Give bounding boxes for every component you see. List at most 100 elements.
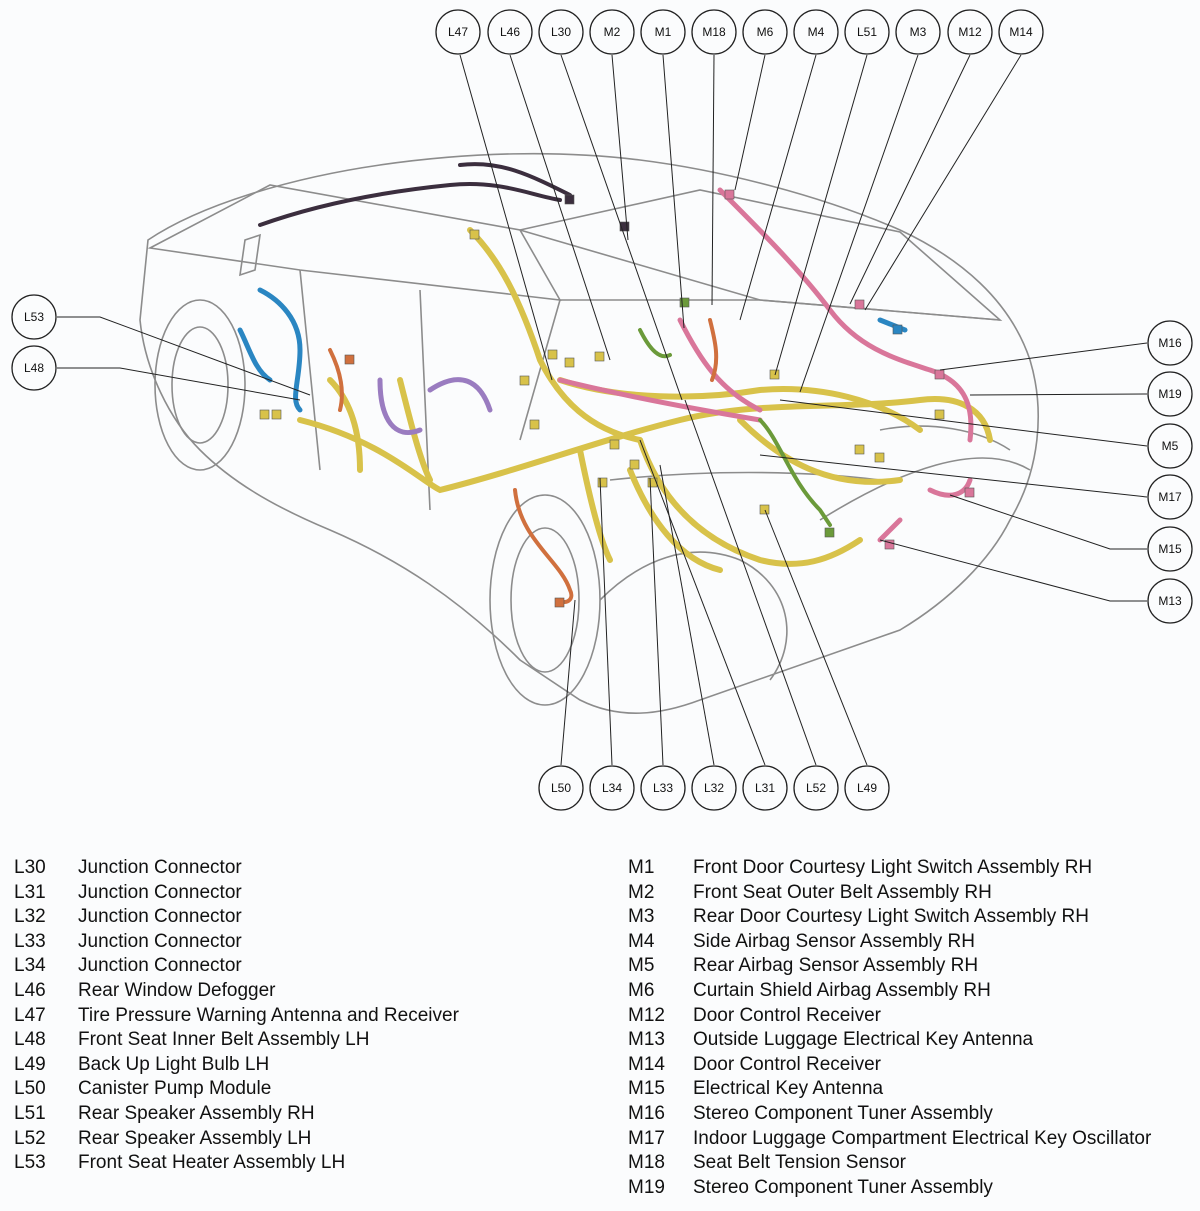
callout-l51: L51: [844, 9, 890, 55]
callout-l31: L31: [742, 765, 788, 811]
callout-circle: [640, 765, 686, 811]
wire-harness-pink: [557, 187, 974, 543]
connector-block: [547, 349, 558, 360]
callout-l30: L30: [538, 9, 584, 55]
callout-text: M1: [655, 25, 672, 39]
connector-block: [564, 194, 575, 205]
connector-block: [884, 539, 895, 550]
leader-line-m1: [662, 54, 685, 329]
wire-harness-dark: [258, 162, 572, 227]
legend-row: M13 Outside Luggage Electrical Key Antenn…: [628, 1028, 1151, 1053]
legend-code: L30: [14, 857, 46, 878]
callout-m18: M18: [691, 9, 737, 55]
legend-name: Outside Luggage Electrical Key Antenna: [693, 1029, 1034, 1051]
callout-text: L51: [857, 25, 877, 39]
connector-block: [892, 324, 903, 335]
callout-l53: L53: [11, 294, 57, 340]
connector-block: [519, 375, 530, 386]
callout-circle: [1147, 526, 1193, 572]
legend-name: Side Airbag Sensor Assembly RH: [693, 930, 975, 952]
leader-line-l50: [560, 599, 576, 766]
connector-block: [854, 299, 865, 310]
connector-block: [594, 351, 605, 362]
connector-block: [629, 459, 640, 470]
callout-circle: [1147, 578, 1193, 624]
leader-line-l31: [639, 439, 766, 766]
callout-circle: [1147, 423, 1193, 469]
connector-block: [854, 444, 865, 455]
callout-circle: [11, 294, 57, 340]
connector-block: [724, 189, 735, 200]
legend-code: M17: [628, 1127, 665, 1149]
callout-circle: [742, 765, 788, 811]
callout-text: L48: [24, 361, 44, 375]
leader-line-l52: [684, 399, 817, 766]
legend-code: M13: [628, 1029, 665, 1051]
callout-circle: [11, 345, 57, 391]
leader-line-m4: [739, 54, 817, 321]
leader-line-m16: [939, 342, 1148, 371]
callout-text: L49: [857, 781, 877, 795]
connector-block: [769, 369, 780, 380]
callout-m5: M5: [1147, 423, 1193, 469]
legend-code: M3: [628, 906, 655, 928]
leader-line-m17: [759, 454, 1148, 498]
leader-line-l51: [774, 54, 868, 376]
callout-circle: [844, 9, 890, 55]
callout-text: M3: [910, 25, 927, 39]
callout-text: L33: [653, 781, 673, 795]
callout-circle: [538, 9, 584, 55]
connector-block: [259, 409, 270, 420]
callout-l52: L52: [793, 765, 839, 811]
callout-text: L31: [755, 781, 775, 795]
legend-name: Electrical Key Antenna: [693, 1078, 884, 1100]
connector-block: [824, 527, 835, 538]
callout-text: M13: [1158, 594, 1182, 608]
leader-line-m6: [734, 54, 766, 191]
connector-block: [597, 477, 608, 488]
callout-text: L46: [500, 25, 520, 39]
legend-name: Front Door Courtesy Light Switch Assembl…: [693, 857, 1093, 878]
leader-line-l49: [764, 509, 868, 766]
callout-text: M15: [1158, 542, 1182, 556]
legend-row: M19 Stereo Component Tuner Assembly: [628, 1176, 1151, 1201]
legend-name: Tire Pressure Warning Antenna and Receiv…: [78, 1004, 459, 1026]
connector-block: [934, 409, 945, 420]
legend-code: M18: [628, 1152, 665, 1174]
legend-name: Door Control Receiver: [693, 1004, 881, 1026]
legend-name: Junction Connector: [78, 930, 242, 952]
callout-circle: [742, 9, 788, 55]
connector-block: [564, 357, 575, 368]
leader-line-l53: [57, 316, 311, 396]
legend-code: L53: [14, 1152, 46, 1174]
legend-code: L52: [14, 1127, 46, 1149]
callout-circle: [1147, 474, 1193, 520]
leader-line-m15: [949, 494, 1147, 550]
legend-name: Stereo Component Tuner Assembly: [693, 1176, 993, 1198]
callout-circle: [691, 765, 737, 811]
legend-name: Junction Connector: [78, 906, 242, 928]
legend-code: M19: [628, 1176, 665, 1198]
connector-block: [529, 419, 540, 430]
callout-circle: [640, 9, 686, 55]
leader-line-m5: [779, 399, 1148, 447]
connector-block: [271, 409, 282, 420]
callout-circle: [998, 9, 1044, 55]
connector-blocks: [259, 189, 975, 608]
connector-block: [759, 504, 770, 515]
legend-name: Front Seat Outer Belt Assembly RH: [693, 881, 992, 903]
callout-text: M6: [757, 25, 774, 39]
leader-line-l33: [649, 477, 664, 766]
